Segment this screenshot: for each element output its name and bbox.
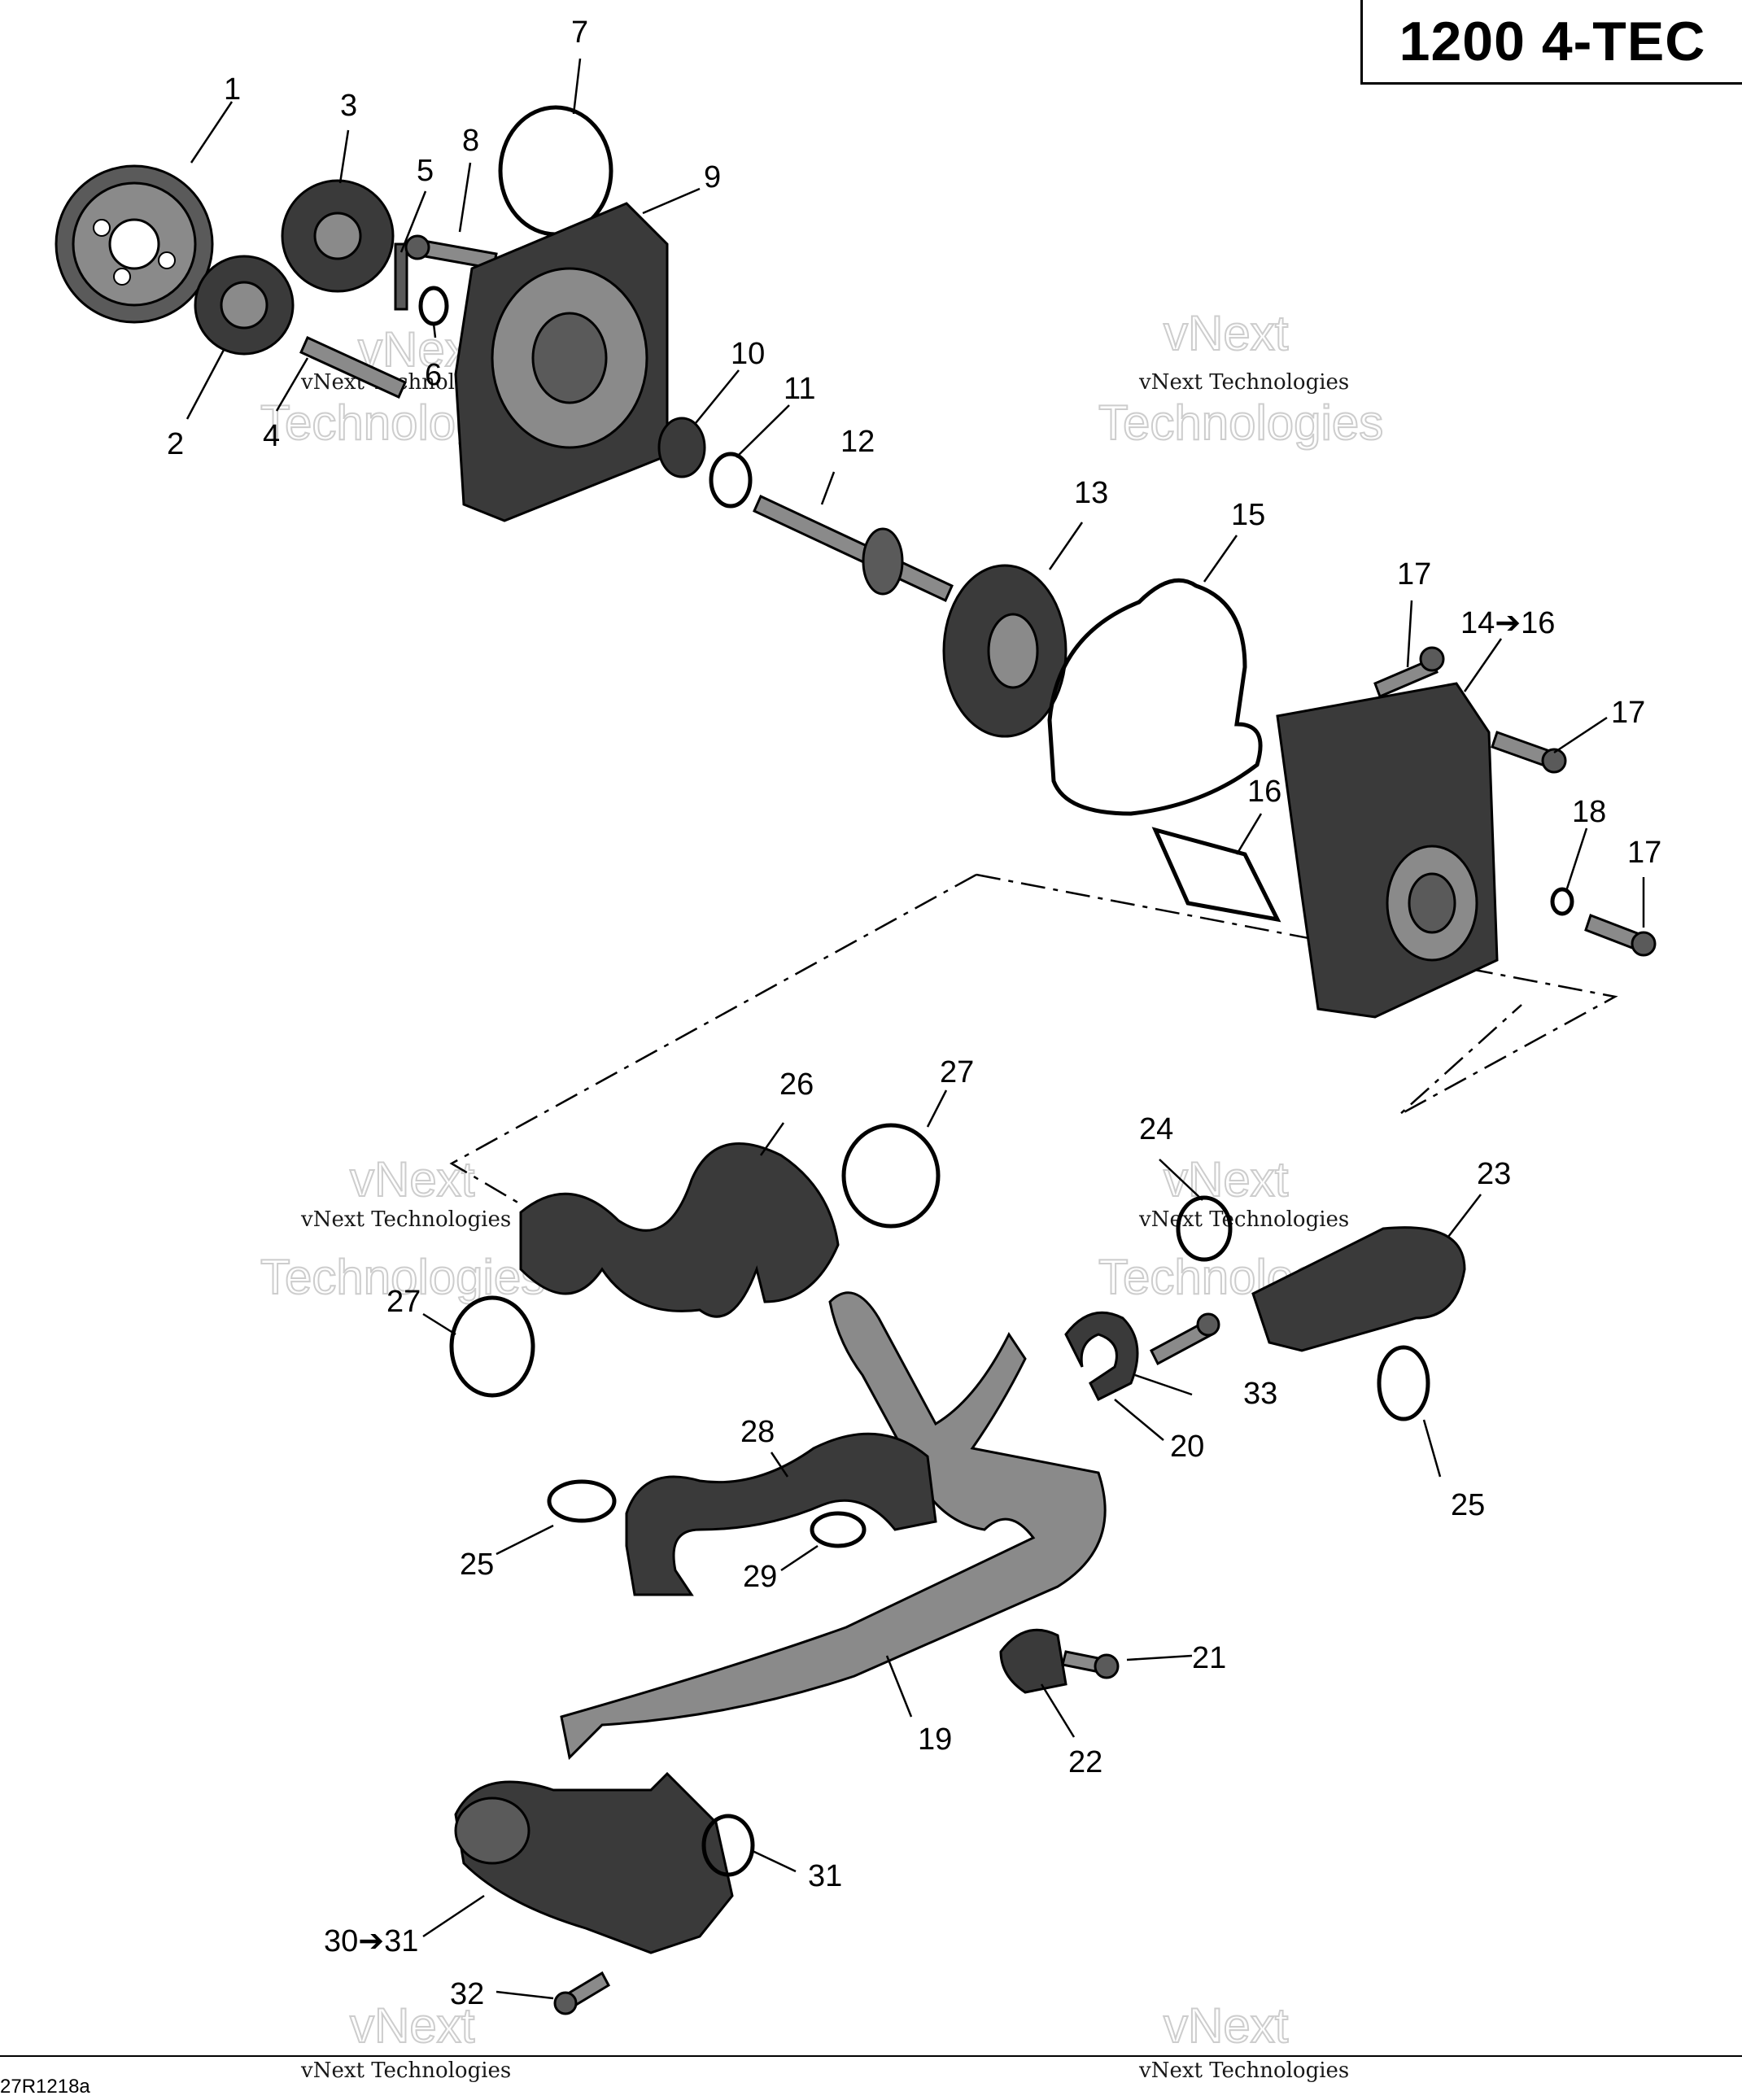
callout-25-right: 25: [1451, 1488, 1485, 1522]
callout-30-31: 30➔31: [324, 1924, 418, 1958]
leader-lines: [186, 58, 1645, 2000]
gear-small-part: [194, 255, 295, 356]
callout-29: 29: [743, 1560, 777, 1594]
bolt-33-part: [1150, 1312, 1220, 1366]
callout-32: 32: [450, 1977, 484, 2011]
idler-shaft-part: [299, 336, 407, 399]
watermark-text-5: vNext Technologies: [300, 2059, 511, 2083]
callout-25-left: 25: [460, 1548, 494, 1582]
callout-17-lower: 17: [1627, 836, 1661, 870]
small-o-ring-part: [418, 286, 449, 326]
callout-5: 5: [417, 154, 434, 188]
hose-clamp-25-right-part: [1377, 1345, 1430, 1421]
pump-shaft-part: [753, 494, 954, 603]
gear-medium-part: [281, 179, 395, 293]
thermostat-housing-part: [454, 1771, 734, 1954]
dowel-pin-part: [394, 242, 408, 311]
callout-27-lower: 27: [386, 1285, 421, 1319]
watermark-big-6: Technologies: [260, 1250, 545, 1304]
large-o-ring-part: [498, 105, 613, 237]
diagram-reference-code: 27R1218a: [0, 2076, 90, 2098]
bolt-8-part: [404, 234, 498, 270]
coolant-hose-28-part: [625, 1432, 937, 1596]
o-ring-18-part: [1550, 887, 1574, 916]
callout-28: 28: [740, 1415, 775, 1449]
watermark-big-7: vNext: [1164, 1152, 1289, 1207]
hose-clamp-24-part: [1176, 1195, 1233, 1262]
callout-26: 26: [779, 1067, 814, 1102]
coolant-hose-26-part: [519, 1142, 840, 1318]
watermark-big-4: Technologies: [1098, 395, 1383, 450]
hose-clamp-29-part: [810, 1511, 867, 1548]
watermark-text-4: vNext Technologies: [1138, 1207, 1349, 1232]
water-pump-cover-part: [454, 202, 669, 522]
gear-large-part: [55, 164, 214, 324]
pump-housing-gasket-part: [1047, 578, 1263, 816]
watermark-group: vNext Technologies vNext Technologies vN…: [260, 305, 1384, 2083]
callout-21: 21: [1192, 1641, 1226, 1675]
coolant-pipe-19-part: [560, 1291, 1107, 1761]
coolant-hose-23-part: [1251, 1226, 1466, 1352]
assembly-dashed-line: [449, 873, 1618, 1206]
watermark-text-2: vNext Technologies: [1138, 370, 1349, 395]
hose-clip-20-part: [1064, 1311, 1139, 1402]
callout-2: 2: [167, 427, 184, 461]
oil-seal-part: [657, 417, 706, 478]
callout-17-upper: 17: [1397, 557, 1431, 592]
callout-15: 15: [1231, 498, 1265, 532]
callout-24: 24: [1139, 1112, 1173, 1146]
bolt-32-part: [553, 1971, 610, 2015]
bolt-17-upper-part: [1373, 646, 1445, 698]
o-ring-31-part: [701, 1814, 755, 1877]
callout-18: 18: [1572, 795, 1606, 829]
callout-31: 31: [808, 1859, 842, 1893]
watermark-text-6: vNext Technologies: [1138, 2059, 1349, 2083]
callout-13: 13: [1074, 476, 1108, 510]
watermark-text-3: vNext Technologies: [300, 1207, 511, 1232]
callout-23: 23: [1477, 1157, 1511, 1191]
bolt-21-part: [1061, 1650, 1120, 1679]
callout-16: 16: [1247, 775, 1281, 809]
hose-clamp-27-upper-part: [841, 1123, 941, 1229]
callout-8: 8: [462, 124, 479, 158]
callout-12: 12: [840, 425, 875, 459]
hose-clamp-27-lower-part: [449, 1295, 535, 1398]
callout-33: 33: [1243, 1377, 1277, 1411]
callout-27-upper: 27: [940, 1055, 974, 1089]
callout-11: 11: [784, 372, 815, 406]
watermark-big-10: vNext: [1164, 1998, 1289, 2053]
callout-9: 9: [704, 160, 721, 194]
watermark-big-3: vNext: [1164, 306, 1289, 360]
callout-1: 1: [224, 72, 241, 107]
retaining-ring-part: [709, 452, 753, 509]
model-title: 1200 4-TEC: [1399, 10, 1706, 72]
watermark-big-5: vNext: [350, 1152, 475, 1207]
callout-20: 20: [1170, 1430, 1204, 1464]
callout-19: 19: [918, 1722, 952, 1757]
callout-6: 6: [425, 358, 442, 392]
callout-labels: 1 2 3 4 5 6 7 8 9 10 11 12 13 14➔16 15 1…: [167, 15, 1661, 2011]
callout-22: 22: [1068, 1745, 1102, 1779]
watermark-big-9: vNext: [350, 1998, 475, 2053]
impeller-part: [942, 564, 1067, 738]
pipe-clip-22-part: [999, 1628, 1067, 1694]
callout-3: 3: [340, 89, 357, 123]
model-title-box: 1200 4-TEC: [1360, 0, 1742, 85]
hose-clamp-25-left-part: [547, 1479, 617, 1523]
water-pump-housing-part: [1276, 682, 1499, 1019]
callout-7: 7: [571, 15, 588, 50]
outlet-gasket-part: [1151, 827, 1281, 923]
callout-10: 10: [731, 337, 765, 371]
bolt-17-middle-part: [1491, 731, 1567, 774]
callout-17-middle: 17: [1611, 696, 1645, 730]
bolt-17-lower-part: [1584, 914, 1657, 957]
callout-14-16: 14➔16: [1460, 606, 1555, 640]
callout-4: 4: [263, 419, 280, 453]
